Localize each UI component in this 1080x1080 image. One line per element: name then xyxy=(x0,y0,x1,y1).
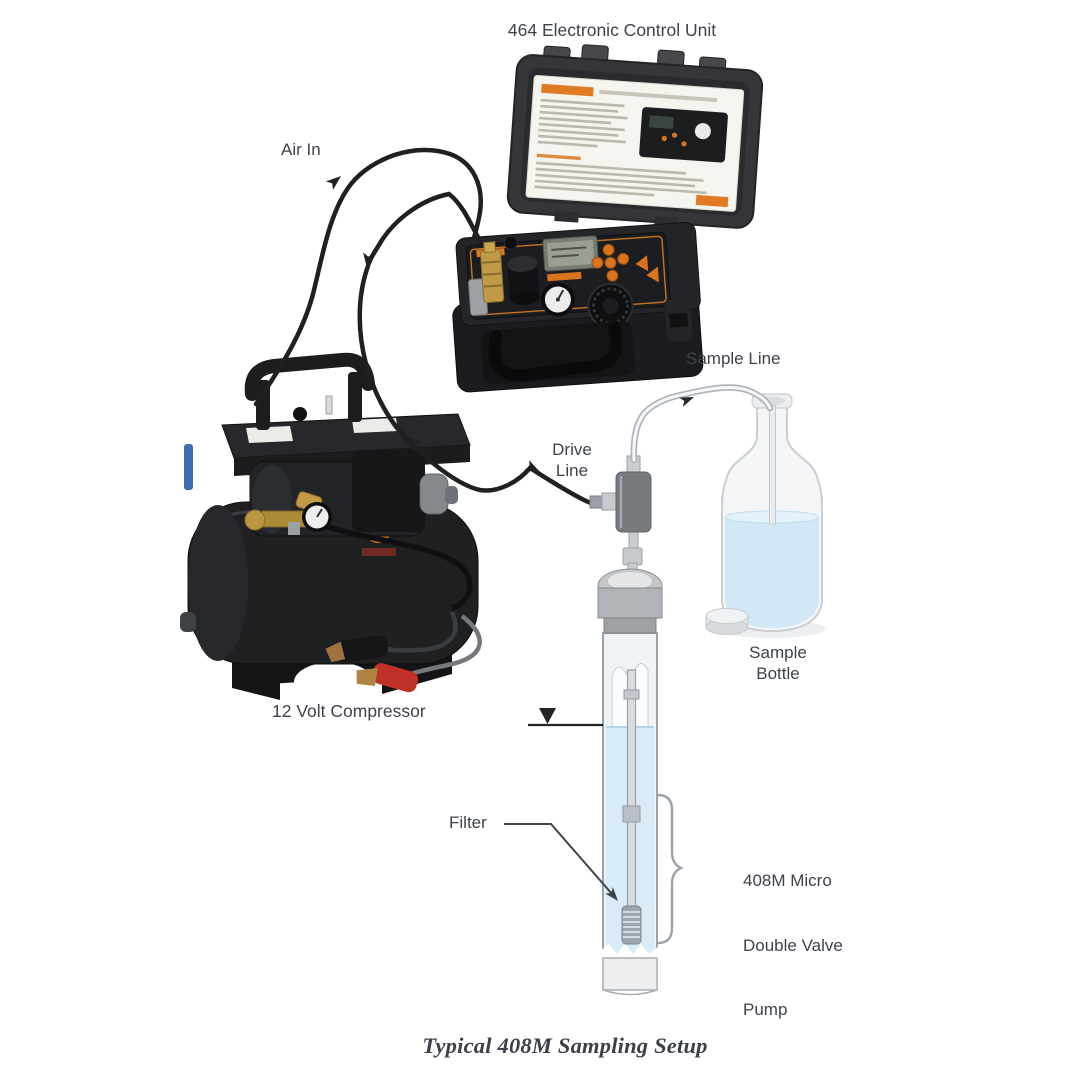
air-line-tube xyxy=(253,147,483,407)
compressor-label: 12 Volt Compressor xyxy=(272,701,426,721)
control-panel xyxy=(465,231,671,329)
pressure-gauge-panel xyxy=(540,282,575,317)
drive-line-label: Drive Line xyxy=(527,439,617,481)
sample-bottle-group xyxy=(705,393,826,638)
pump-filter xyxy=(621,905,642,945)
casing-stub xyxy=(602,957,658,991)
control-unit-lid xyxy=(506,44,764,229)
air-in-label: Air In xyxy=(281,140,321,159)
well-assembly xyxy=(589,455,663,996)
drive-line-label-l1: Drive xyxy=(552,440,592,459)
flow-arrow xyxy=(679,397,694,407)
lid-label-panel-photo xyxy=(639,107,728,163)
water-level-marker xyxy=(528,708,603,727)
battery-cables xyxy=(325,611,482,700)
blue-tag xyxy=(184,444,193,490)
drive-line-tube xyxy=(357,191,607,510)
sample-line-tube xyxy=(630,384,774,464)
filter-label: Filter xyxy=(449,813,487,832)
compressor-handle[interactable] xyxy=(244,352,375,430)
case-front-handle[interactable] xyxy=(480,320,635,385)
pump-label: 408M Micro Double Valve Pump xyxy=(743,827,863,1064)
pump-bracket-brace xyxy=(657,793,684,945)
keypad-buttons[interactable] xyxy=(591,243,630,282)
lcd-display xyxy=(542,235,600,282)
flow-arrow xyxy=(363,252,375,268)
flow-arrow xyxy=(406,436,421,451)
compressor-tank xyxy=(180,501,479,665)
control-unit xyxy=(452,44,764,393)
bottle xyxy=(721,393,823,633)
compressor xyxy=(180,352,482,702)
red-battery-clamp[interactable] xyxy=(353,657,420,700)
pump-label-l1: 408M Micro xyxy=(743,871,832,890)
diagram-title: 464 Electronic Control Unit xyxy=(507,20,717,40)
filter-leader-line xyxy=(504,823,618,901)
bottle-inner-tube xyxy=(769,405,776,525)
lid-instruction-label xyxy=(525,74,745,212)
drive-line-label-l2: Line xyxy=(555,461,589,480)
panel-logo-arrows xyxy=(635,255,659,283)
flow-arrow xyxy=(524,460,540,472)
control-unit-base xyxy=(452,221,704,393)
bottle-cap-disc xyxy=(705,608,749,635)
casing-break xyxy=(601,944,659,960)
pump-label-l2: Double Valve xyxy=(743,935,843,955)
sample-bottle-label-l1: Sample xyxy=(749,643,807,662)
control-knob[interactable] xyxy=(507,255,540,306)
flow-arrow xyxy=(325,176,341,190)
well-cap xyxy=(597,527,663,634)
figure-caption: Typical 408M Sampling Setup xyxy=(422,1033,708,1058)
pump-label-l3: Pump xyxy=(743,1000,788,1019)
sample-bottle-label: Sample Bottle xyxy=(738,642,818,684)
bottle-water xyxy=(725,516,819,628)
tee-fitting xyxy=(589,455,652,533)
sample-bottle-label-l2: Bottle xyxy=(756,664,800,683)
sample-line-label: Sample Line xyxy=(686,349,781,368)
air-out-brass-connector xyxy=(468,241,505,316)
tank-hose xyxy=(305,517,473,611)
pressure-gauge-tank xyxy=(302,502,332,532)
black-battery-clamp[interactable] xyxy=(325,634,389,664)
